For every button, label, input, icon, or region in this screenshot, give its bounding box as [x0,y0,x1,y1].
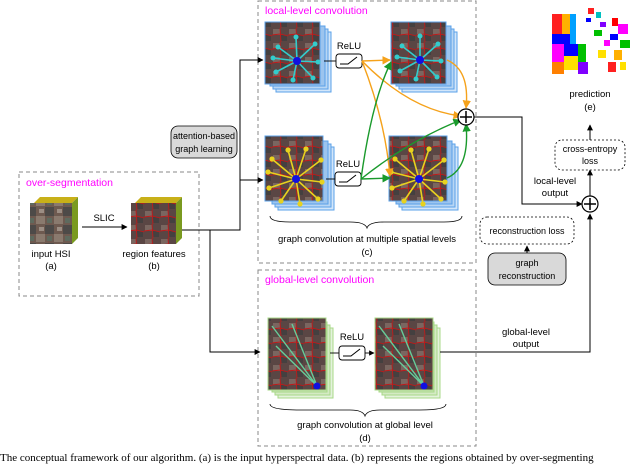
figure-caption: The conceptual framework of our algorith… [0,452,594,464]
slic-label: SLIC [93,213,114,224]
global-graph-left [271,323,318,387]
global-brace [269,403,447,418]
over-segmentation-title: over-segmentation [26,177,113,189]
local-panel-title: local-level convolution [265,5,368,17]
cross-entropy-line2: loss [582,156,599,166]
final-sum-node [581,195,599,213]
attention-box-line2: graph learning [175,144,233,154]
relu-label-top: ReLU [337,41,361,52]
region-features-letter: (b) [148,261,160,272]
local-letter: (c) [361,247,372,258]
input-hsi-letter: (a) [45,261,57,272]
relu-block-global [338,345,366,361]
relu-label-global: ReLU [340,332,364,343]
cross-entropy-loss-box [554,139,626,171]
graph-recon-line1: graph [515,258,538,268]
local-stack-bottom-left [264,135,335,211]
global-panel [257,269,477,447]
input-hsi-image [30,197,78,244]
cross-entropy-line1: cross-entropy [563,144,618,154]
global-letter: (d) [359,433,371,444]
global-stack-right [374,317,441,399]
local-output-line1: local-level [534,176,576,187]
relu-block-bottom [334,171,362,187]
region-features-image [131,197,182,244]
region-features-label: region features [122,249,186,260]
prediction-map [552,8,630,74]
global-graph-right [378,323,425,387]
graph-recon-line2: reconstruction [499,271,556,281]
reconstruction-loss-label: reconstruction loss [489,226,565,236]
reconstruction-loss-box [479,216,575,245]
prediction-letter: (e) [584,102,596,113]
attention-box-line1: attention-based [173,131,235,141]
global-panel-title: global-level convolution [265,274,374,286]
global-output-line2: output [513,339,540,350]
local-graph-bottom-left [267,148,323,205]
global-stack-left [267,317,334,399]
prediction-label: prediction [569,89,610,100]
local-output-line2: output [542,188,569,199]
local-graph-bottom-right [390,148,446,205]
local-caption: graph convolution at multiple spatial le… [278,234,456,245]
over-segmentation-panel [18,171,200,297]
local-brace [269,215,463,230]
global-output-line1: global-level [502,327,550,338]
local-sum-node [457,108,475,126]
input-hsi-label: input HSI [31,249,70,260]
relu-label-bottom: ReLU [336,159,360,170]
relu-block-top [335,53,363,69]
graph-reconstruction-box [487,252,567,286]
global-caption: graph convolution at global level [297,420,433,431]
local-panel [257,0,477,264]
local-stack-bottom-right [388,135,459,211]
attention-graph-learning-box [170,125,238,159]
